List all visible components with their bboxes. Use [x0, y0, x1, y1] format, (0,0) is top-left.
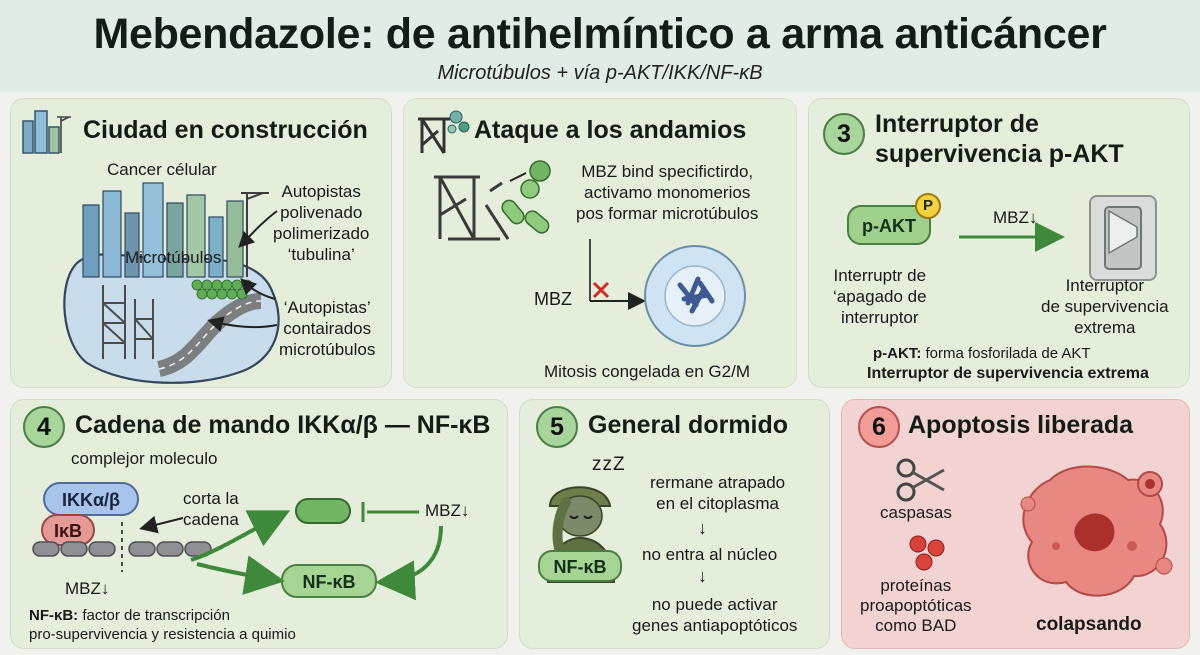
nfkb-chain [32, 522, 212, 572]
panel-general-dormido: 5 General dormido zzZ NF-κB rermane atra… [519, 399, 830, 649]
panel-apoptosis: 6 Apoptosis liberada caspasas proteínas … [841, 399, 1190, 649]
ikb-pill: IκB [41, 514, 95, 546]
autopistas-label: ‘Autopistas’ contairados microtúbulos [279, 298, 376, 359]
panel5-title: General dormido [588, 411, 789, 439]
pakt-footnote-text: forma fosforilada de AKT [921, 345, 1091, 362]
ikk-pill: IKKα/β [43, 482, 139, 516]
panel-pakt: 3 Interruptor de supervivencia p-AKT p-A… [808, 98, 1190, 388]
panel-ikk-nfkb: 4 Cadena de mando IKKα/β — NF-κB complej… [10, 399, 508, 649]
broken-scaffold-illustration [434, 175, 510, 241]
nfkb-soldier-pill: NF-κB [538, 550, 622, 582]
frozen-cell-icon [644, 245, 746, 347]
page-title: Mebendazole: de antihelmíntico a arma an… [93, 10, 1107, 58]
scissors-icon [896, 458, 945, 502]
mbz-label-panel3: MBZ↓ [993, 208, 1038, 227]
panel-andamios: Ataque a los andamios MBZ bind specifict… [403, 98, 797, 388]
panel3-title: Interruptor de supervivencia p-AKT [875, 110, 1124, 168]
nfkb-footnote-text: factor de transcripción [78, 607, 230, 624]
step-no-activation: no puede activar genes antiapoptóticos [632, 595, 798, 635]
complex-label: complejor moleculo [71, 449, 218, 468]
step-no-nucleus: no entra al núcleo [642, 545, 778, 564]
pakt-footnote-term: p-AKT: [873, 345, 922, 362]
scaffold-icon [418, 110, 470, 154]
collapse-label: colapsando [1036, 614, 1142, 635]
pakt-to-switch-arrow [959, 222, 1065, 252]
city-label: Cancer célular [107, 160, 217, 179]
microtubulos-label: Microtúbulos [125, 248, 222, 267]
ikk-pathway-arrows [139, 502, 443, 601]
nfkb-footnote-line2: pro-supervivencia y resistencia a quimio [29, 626, 296, 643]
panel6-title: Apoptosis liberada [908, 411, 1134, 439]
pakt-footnote-line2: Interruptor de supervivencia extrema [867, 365, 1149, 382]
arrow-down-2: ↓ [698, 566, 707, 586]
panel-ciudad: Ciudad en construcción Cancer célular Mi… [10, 98, 392, 388]
panel5-number-badge: 5 [536, 406, 578, 448]
pakt-footnote: p-AKT: forma fosforilada de AKT [873, 345, 1091, 363]
panel1-title: Ciudad en construcción [83, 116, 368, 144]
highways-label: Autopistas polivenado polimerizado ‘tubu… [273, 182, 370, 264]
mbz-label-right: MBZ↓ [425, 501, 470, 520]
page-subtitle: Microtúbulos + vía p-AKT/IKK/NF-κB [437, 62, 763, 84]
collapsing-cell-icon [1020, 465, 1173, 597]
proteins-label: proteínas proapoptóticas como BAD [860, 576, 972, 635]
pakt-off-caption: Interruptr de ‘apagado de interruptor [833, 266, 927, 327]
pro-apoptotic-proteins-icon [909, 535, 945, 571]
sleep-label: zzZ [592, 454, 626, 475]
phospho-badge: P [915, 193, 941, 219]
cancer-cell-city-illustration [63, 182, 280, 384]
panel4-number-badge: 4 [23, 406, 65, 448]
caspasas-label: caspasas [880, 503, 952, 522]
pointer-arrows [207, 210, 278, 332]
arrow-down-1: ↓ [698, 518, 707, 538]
mbz-block-arrow [589, 239, 646, 310]
mbz-label-left: MBZ↓ [65, 579, 110, 598]
mitosis-label: Mitosis congelada en G2/M [544, 362, 750, 381]
survival-switch-icon [1089, 195, 1157, 281]
mbz-label-panel2: MBZ [534, 289, 572, 309]
panel3-number-badge: 3 [823, 113, 865, 155]
nfkb-footnote: NF-κB: factor de transcripción [29, 606, 230, 625]
panel2-title: Ataque a los andamios [474, 116, 747, 144]
panel4-title: Cadena de mando IKKα/β — NF-κB [75, 411, 491, 439]
step-trapped: rermane atrapado en el citoplasma [650, 473, 786, 513]
header-banner [0, 0, 1200, 92]
tubulin-monomers [501, 160, 551, 234]
cut-chain-label: corta la cadena [183, 489, 239, 529]
panel6-number-badge: 6 [858, 406, 900, 448]
ikk-inhibited-complex-icon [295, 498, 351, 524]
mbz-bind-description: MBZ bind specifictirdo, activamo monomer… [576, 162, 759, 223]
city-icon [22, 110, 71, 154]
switch-caption: Interruptor de supervivencia extrema [1041, 276, 1169, 337]
nfkb-footnote-term: NF-κB: [29, 607, 79, 624]
